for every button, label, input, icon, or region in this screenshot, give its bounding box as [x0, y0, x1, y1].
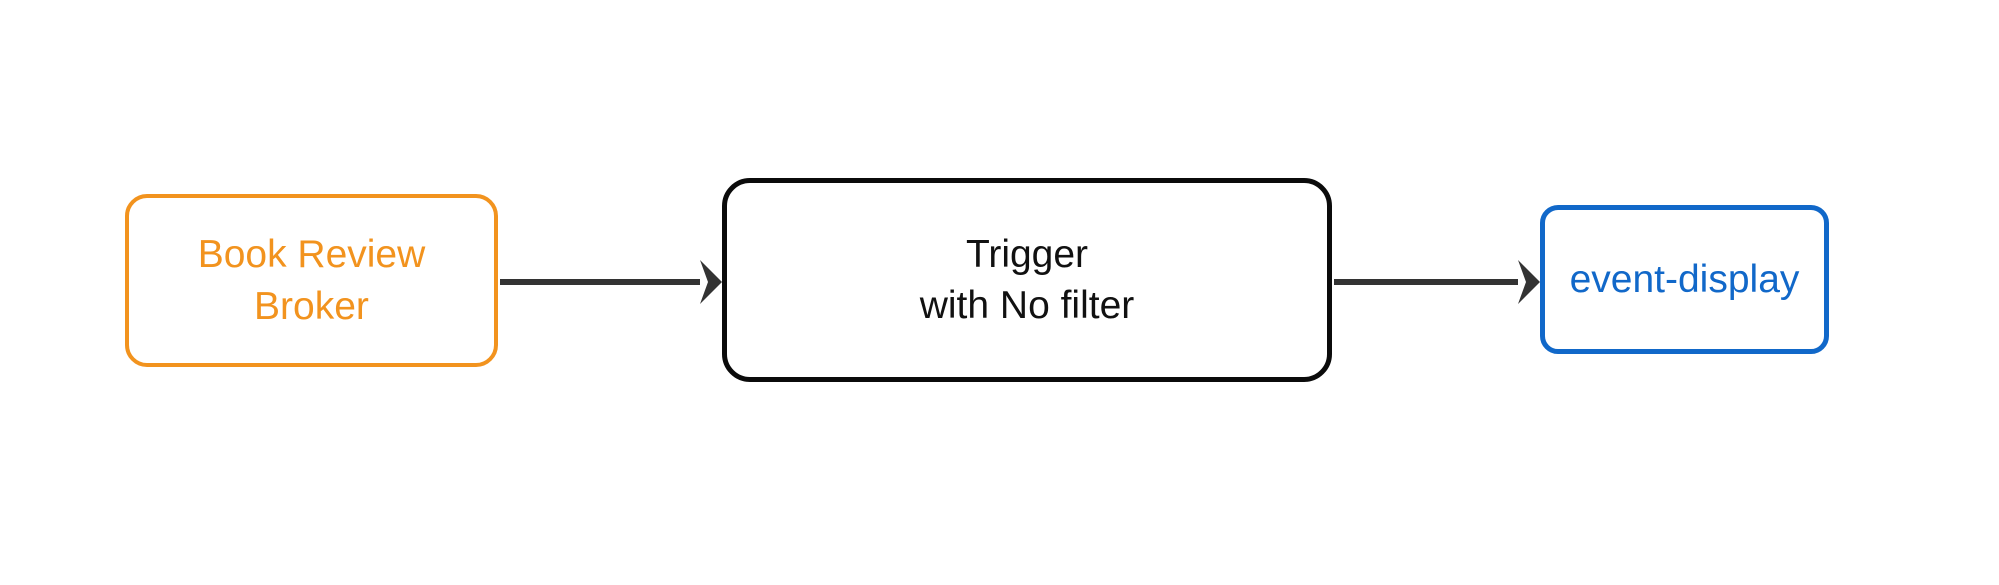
node-event-display[interactable]: event-display: [1540, 205, 1829, 354]
node-book-review-broker-label: Book Review Broker: [197, 233, 426, 328]
edge-broker-to-trigger-arrowhead: [700, 260, 722, 304]
node-trigger-with-no-filter[interactable]: Trigger with No filter: [722, 178, 1332, 382]
node-trigger-with-no-filter-label: Trigger with No filter: [919, 232, 1135, 327]
edge-trigger-to-event-display-arrowhead: [1518, 260, 1540, 304]
edge-broker-to-trigger: [500, 260, 722, 304]
edge-trigger-to-event-display: [1334, 260, 1540, 304]
node-book-review-broker[interactable]: Book Review Broker: [125, 194, 498, 367]
node-event-display-label: event-display: [1569, 257, 1800, 301]
